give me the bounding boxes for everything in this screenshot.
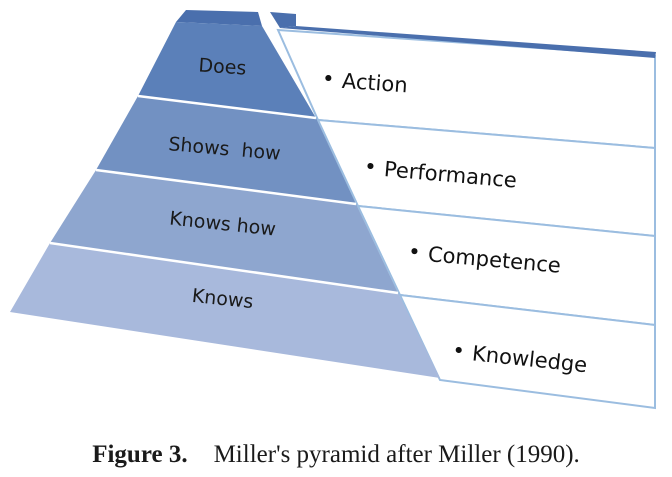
figure-caption-text: Miller's pyramid after Miller (1990). — [213, 441, 580, 468]
figure-caption: Figure 3. Miller's pyramid after Miller (… — [0, 441, 672, 469]
pyramid-level-shows-how — [96, 96, 356, 204]
pyramid-level-knows-how — [50, 170, 398, 293]
panel-top-edge — [280, 26, 656, 58]
panel-bullet: • — [407, 239, 421, 264]
panel-top-cap — [270, 12, 296, 28]
pyramid-level-knows — [10, 243, 440, 378]
pyramid-top-cap — [176, 10, 262, 26]
pyramid-level-does — [138, 22, 316, 118]
millers-pyramid-diagram: Does Shows how Knows how Knows • Action … — [10, 10, 656, 410]
panel-bullet: • — [451, 338, 466, 363]
pyramid-band-separators — [49, 94, 399, 295]
pyramid-label-does: Does — [198, 54, 247, 79]
panel-bullet: • — [321, 66, 335, 91]
panel-label-action: Action — [341, 69, 408, 98]
figure-number: Figure 3. — [92, 441, 188, 468]
panel-bullet: • — [363, 154, 377, 179]
